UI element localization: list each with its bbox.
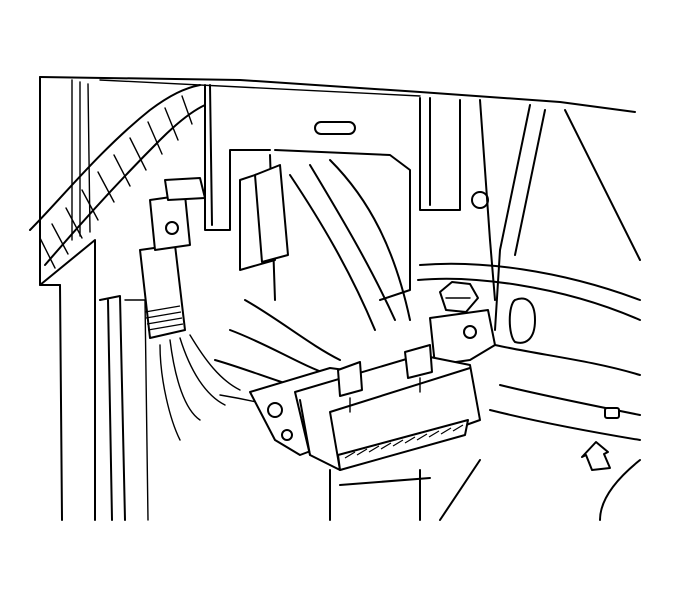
obd-connector [294,344,481,471]
harness-connector-left [139,177,241,441]
left-trim-panel [39,76,149,521]
dash-panel-edge [39,76,636,113]
wiring-harness-taped [29,84,206,269]
direction-arrow [581,441,611,471]
steering-column-bracket [204,84,496,301]
wiring-harness-center [214,159,411,411]
nut [439,281,479,313]
knee-bolster-structure [329,104,641,521]
